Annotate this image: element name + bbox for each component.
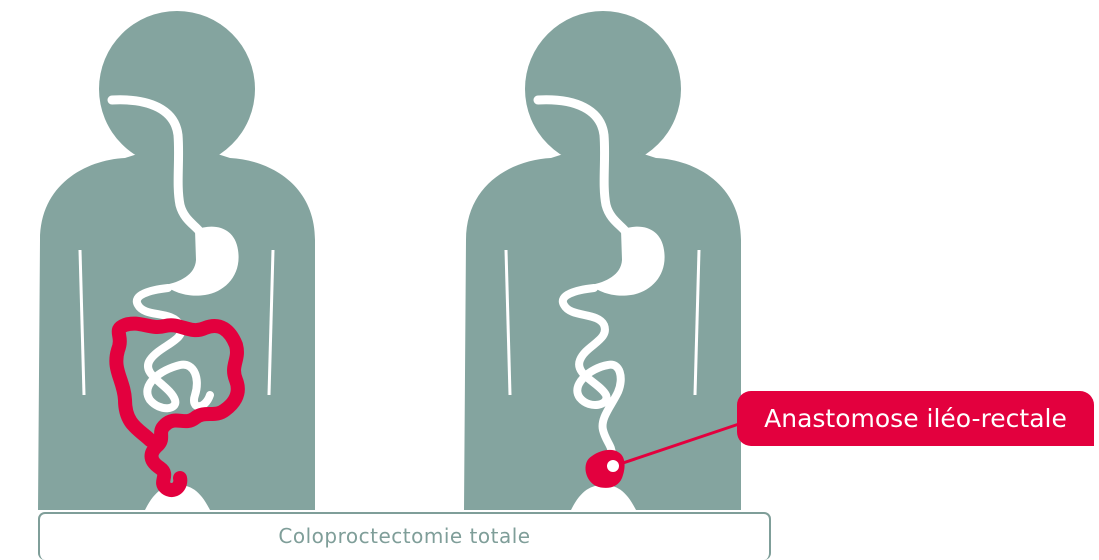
caption-text: Coloproctectomie totale bbox=[38, 524, 771, 548]
figure-after-surgery bbox=[464, 11, 741, 510]
callout-anchor-dot bbox=[607, 460, 619, 472]
callout-label-anastomose: Anastomose iléo-rectale bbox=[737, 391, 1094, 446]
figure-before-surgery bbox=[38, 11, 315, 510]
